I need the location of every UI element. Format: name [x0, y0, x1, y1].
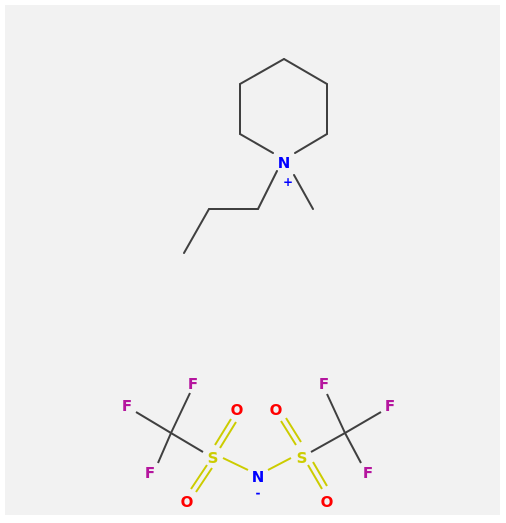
- cation-bonds: [183, 58, 328, 254]
- so-double-bond: [307, 464, 323, 490]
- cf-bond: [170, 392, 191, 434]
- structure-canvas: N + F F F O O S N - S O O F F F: [5, 5, 500, 515]
- sulfur-label: S: [208, 449, 219, 467]
- negative-charge: -: [256, 486, 261, 500]
- cs-bond: [170, 432, 204, 453]
- fluorine-label: F: [319, 375, 329, 393]
- oxygen-label: O: [321, 493, 334, 511]
- molecule-drawing: N + F F F O O S N - S O O F F F: [122, 58, 395, 511]
- fluorine-label: F: [145, 464, 155, 482]
- methyl-bond: [293, 174, 314, 210]
- oxygen-label: O: [181, 493, 194, 511]
- fluorine-label: F: [385, 397, 395, 415]
- ring-bond: [283, 58, 328, 85]
- so-double-bond: [280, 420, 297, 446]
- ring-nitrogen-label: N: [278, 154, 291, 172]
- imide-nitrogen-label: N: [252, 468, 265, 486]
- fluorine-label: F: [363, 464, 373, 482]
- so-double-bond: [214, 418, 232, 446]
- positive-charge: +: [283, 175, 293, 189]
- so-double-bond: [219, 421, 237, 449]
- cf-bond: [344, 411, 382, 434]
- cf-bond: [135, 411, 172, 434]
- fluorine-label: F: [188, 375, 198, 393]
- cs-bond: [310, 432, 346, 453]
- fluorine-label: F: [122, 397, 132, 415]
- sn-bond: [222, 457, 249, 471]
- oxygen-label: O: [270, 401, 283, 419]
- ring-bond: [294, 133, 328, 154]
- cf-bond: [344, 432, 362, 464]
- propyl-bond: [183, 208, 210, 254]
- so-double-bond: [195, 467, 213, 493]
- anion-bonds: [135, 392, 382, 493]
- oxygen-label: O: [231, 401, 244, 419]
- sulfur-label: S: [297, 449, 308, 467]
- so-double-bond: [312, 461, 328, 487]
- ns-bond: [267, 457, 292, 471]
- so-double-bond: [190, 464, 208, 490]
- ring-bond: [239, 133, 274, 154]
- so-double-bond: [285, 417, 302, 443]
- cf-bond: [326, 393, 346, 434]
- ring-bond: [239, 58, 285, 85]
- cf-bond: [157, 432, 172, 464]
- propyl-bond: [257, 170, 278, 210]
